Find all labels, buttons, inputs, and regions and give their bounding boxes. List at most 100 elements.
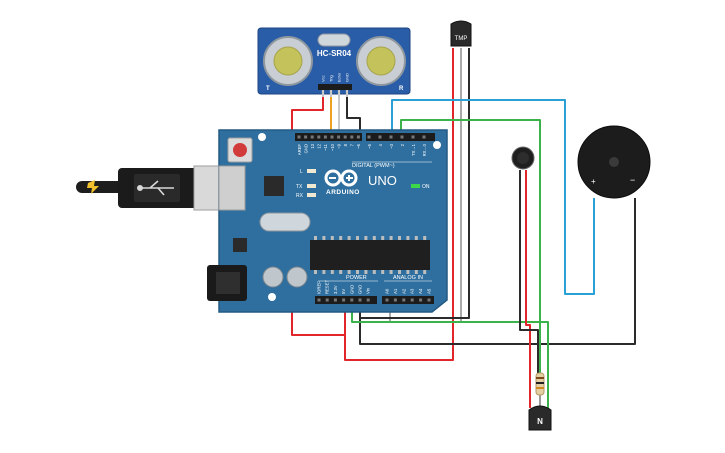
chip-pin [356, 270, 359, 274]
chip-pin [414, 270, 418, 274]
digital-pin-label: ~6 [356, 143, 361, 148]
usb-icon [137, 180, 174, 196]
chip-pin [381, 236, 385, 240]
sensor-crystal [317, 33, 351, 47]
crystal-oscillator [259, 212, 311, 232]
power-pin-hole[interactable] [350, 298, 354, 302]
digital-pin-hole[interactable] [317, 135, 321, 139]
on-label: ON [422, 184, 430, 190]
analog-pin-hole[interactable] [393, 298, 397, 302]
digital-pin-label: 7 [350, 143, 355, 146]
digital-pin-hole[interactable] [323, 135, 327, 139]
chip-pin [381, 270, 385, 274]
digital-pin-hole[interactable] [422, 135, 426, 139]
piezo-buzzer: + − [577, 125, 651, 199]
power-pin-label: GND [358, 285, 363, 294]
buzzer-hole [609, 157, 619, 167]
chip-pin [372, 236, 376, 240]
digital-pin-hole[interactable] [411, 135, 415, 139]
chip-pin [330, 236, 334, 240]
power-pin-label: RESET [325, 280, 330, 294]
power-pin-hole[interactable] [358, 298, 362, 302]
digital-pin-label: AREF [297, 144, 302, 156]
voltage-regulator [233, 238, 247, 252]
chip-pin [406, 270, 410, 274]
arduino-logo-icon [324, 169, 358, 187]
resistor [535, 372, 545, 396]
chip-pin [322, 236, 326, 240]
sensor-title: HC-SR04 [317, 49, 352, 58]
digital-pin-label: ~10 [330, 143, 335, 151]
wire-tmp-vcc [344, 48, 454, 361]
digital-pin-hole[interactable] [350, 135, 354, 139]
digital-pin-hole[interactable] [356, 135, 360, 139]
led-label-tx: TX [296, 184, 303, 190]
buzzer-plus: + [591, 177, 596, 186]
mounting-hole [258, 133, 266, 141]
chip-pin [364, 270, 368, 274]
sensor-pins [321, 90, 349, 97]
digital-pin-label: 13 [310, 143, 315, 148]
sensor-r-mark: R [399, 86, 404, 92]
arduino-model: UNO [368, 173, 397, 188]
digital-pin-hole[interactable] [330, 135, 334, 139]
power-label: POWER [346, 275, 367, 281]
digital-pin-hole[interactable] [310, 135, 314, 139]
temperature-sensor: TMP [450, 20, 472, 47]
power-pin-label: IOREF [317, 281, 322, 294]
power-pin-label: 5V [341, 289, 346, 294]
chip-pin [414, 236, 418, 240]
chip-pin [314, 270, 317, 274]
analog-pin-hole[interactable] [402, 298, 406, 302]
tmp-label: TMP [455, 36, 468, 42]
digital-pin-label: 4 [378, 143, 383, 146]
digital-pin-hole[interactable] [389, 135, 393, 139]
power-pin-label: Vin [366, 287, 371, 294]
sensor-t-mark: T [266, 86, 270, 92]
analog-pin-hole[interactable] [427, 298, 431, 302]
power-pin-hole[interactable] [366, 298, 370, 302]
digital-pin-hole[interactable] [343, 135, 347, 139]
digital-pin-hole[interactable] [297, 135, 301, 139]
analog-pin-hole[interactable] [419, 298, 423, 302]
chip-pin [330, 270, 334, 274]
chip-pin [314, 236, 317, 240]
analog-pin-label: A1 [393, 288, 398, 294]
analog-pin-label: A3 [410, 288, 415, 294]
digital-pin-label: ~3 [389, 143, 394, 148]
on-led [411, 184, 420, 188]
chip-pin [423, 236, 427, 240]
power-pin-hole[interactable] [317, 298, 321, 302]
digital-pin-label: GND [303, 144, 308, 153]
digital-pin-hole[interactable] [400, 135, 404, 139]
analog-pin-hole[interactable] [385, 298, 389, 302]
chip-pin [389, 270, 393, 274]
mounting-hole [268, 293, 276, 301]
digital-pin-hole[interactable] [367, 135, 371, 139]
digital-pin-label: 8 [343, 143, 348, 146]
digital-pin-hole[interactable] [304, 135, 308, 139]
power-pin-label: GND [349, 285, 354, 294]
digital-pin-label: ~11 [323, 143, 328, 150]
power-pin-hole[interactable] [333, 298, 337, 302]
analog-pin-label: A0 [385, 288, 390, 294]
analog-pin-label: A4 [418, 288, 423, 294]
analog-pin-label: A2 [401, 288, 406, 294]
chip-pin [406, 236, 410, 240]
power-pin-hole[interactable] [342, 298, 346, 302]
wire-green-5v [351, 298, 549, 408]
digital-pin-hole[interactable] [337, 135, 341, 139]
power-pin-label: 3.3V [333, 285, 338, 294]
sensor-pin-label: Vcc [321, 75, 326, 82]
digital-label: DIGITAL (PWM~) [352, 163, 395, 169]
digital-pin-hole[interactable] [378, 135, 382, 139]
chip-pin [347, 270, 351, 274]
analog-pin-hole[interactable] [410, 298, 414, 302]
status-leds: L TX RX [296, 169, 316, 199]
power-pin-hole[interactable] [325, 298, 329, 302]
